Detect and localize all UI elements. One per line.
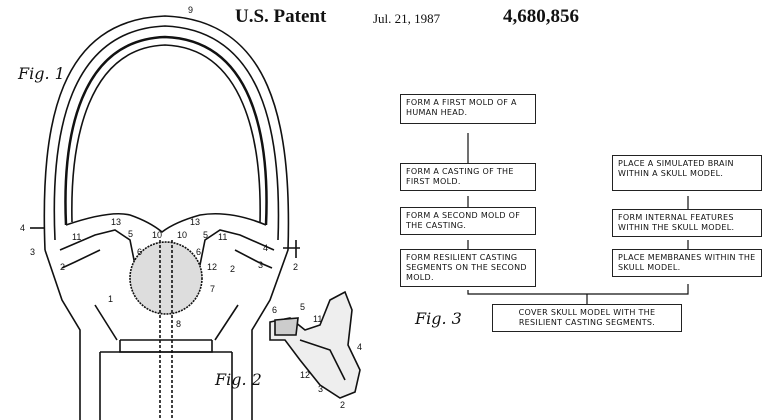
ref-label: 11 [218,232,227,242]
fig1-label: Fig. 1 [18,64,65,83]
flow-step-cover-skull: COVER SKULL MODEL WITH THE RESILIENT CAS… [492,304,682,332]
drawing-stroke [64,35,268,226]
drawing-stroke [119,339,213,353]
drawing-stroke [53,25,280,241]
flow-step-membranes: PLACE MEMBRANES WITHIN THE SKULL MODEL. [612,249,762,277]
fig3-label: Fig. 3 [415,309,462,328]
ref-label: 7 [210,284,215,294]
fig1-reference-numerals: 9 13 13 11 5 10 10 5 11 4 4 6 6 2 12 3 3… [20,5,298,329]
drawing-stroke [283,240,300,258]
ref-label: 2 [60,262,65,272]
ref-label: 2 [293,262,298,272]
drawing-stroke [467,133,689,304]
drawing-stroke [43,15,290,420]
ref-label: 6 [272,305,277,315]
ref-label: 3 [318,384,323,394]
ref-label: 8 [176,319,181,329]
flow-step-resilient-segments: FORM RESILIENT CASTING SEGMENTS ON THE S… [400,249,536,287]
drawing-stroke [274,317,299,336]
flow-step-casting: FORM A CASTING OF THE FIRST MOLD. [400,163,536,191]
flow-step-internal-features: FORM INTERNAL FEATURES WITHIN THE SKULL … [612,209,762,237]
ref-label: 13 [190,217,200,227]
ref-label: 6 [196,247,201,257]
ref-label: 12 [207,262,217,272]
ref-label: 2 [230,264,235,274]
drawing-stroke [65,212,267,234]
ref-label: 11 [313,314,322,324]
fig2-section-drawing [269,290,361,399]
header-patent-number: 4,680,856 [503,6,579,27]
drawing-stroke [61,249,101,269]
ref-label: 12 [300,370,310,380]
ref-label: 10 [177,230,187,240]
drawing-stroke [199,229,275,266]
ref-label: 4 [20,223,25,233]
fig3-flow-connectors [467,133,689,304]
drawing-stroke [129,241,203,315]
ref-label: 9 [188,5,193,15]
ref-label: 6 [137,247,142,257]
drawing-stroke [159,240,173,420]
drawing-stroke [299,339,346,381]
flow-step-second-mold: FORM A SECOND MOLD OF THE CASTING. [400,207,536,235]
fig2-label: Fig. 2 [215,370,262,389]
ref-label: 1 [108,294,113,304]
ref-label: 5 [300,302,305,312]
header-title: U.S. Patent [235,6,327,27]
drawing-stroke [99,351,233,420]
drawing-stroke [44,249,81,420]
header-date: Jul. 21, 1987 [373,11,441,26]
ref-label: 5 [203,230,208,240]
ref-label: 4 [357,342,362,352]
flow-step-simulated-brain: PLACE A SIMULATED BRAIN WITHIN A SKULL M… [612,155,762,191]
fig1-head-drawing [30,15,300,420]
ref-label: 10 [152,230,162,240]
ref-label: 13 [111,217,121,227]
drawing-stroke [71,44,261,223]
ref-label: 4 [263,243,268,253]
ref-label: 3 [30,247,35,257]
ref-label: 3 [258,260,263,270]
fig2-reference-numerals: 6 5 11 4 12 3 2 [272,302,362,410]
flow-step-first-mold: FORM A FIRST MOLD OF A HUMAN HEAD. [400,94,536,124]
ref-label: 11 [72,232,81,242]
drawing-stroke [59,229,136,266]
ref-label: 2 [340,400,345,410]
drawing-stroke [94,304,239,341]
ref-label: 5 [128,229,133,239]
drawing-stroke [234,249,273,269]
